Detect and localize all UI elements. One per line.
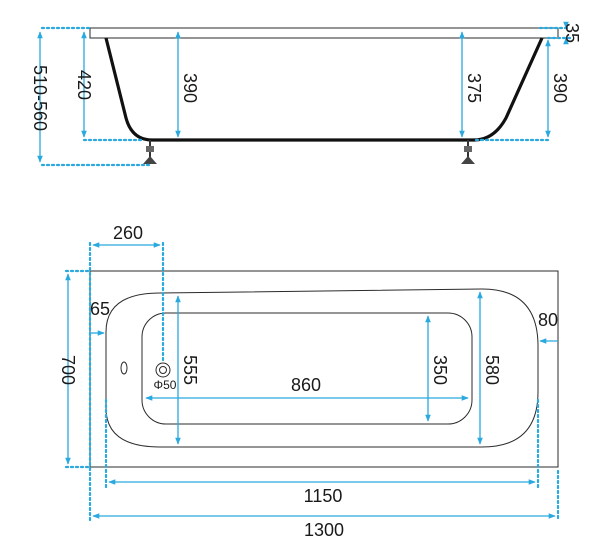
dim-rim-right: 80 <box>538 310 558 330</box>
dim-bottom-length: 860 <box>291 375 321 395</box>
dim-drain-offset: 260 <box>113 223 143 243</box>
dim-inner-length: 1150 <box>304 486 343 506</box>
dim-inner-width-left: 555 <box>180 355 200 385</box>
dim-rim-left: 65 <box>90 299 110 319</box>
dim-depth-center-right: 375 <box>464 73 484 103</box>
side-view: 510-560 420 390 375 390 35 <box>30 21 582 167</box>
foot-left <box>143 140 157 164</box>
dim-inner-depth-left: 420 <box>74 70 94 100</box>
dim-depth-right: 390 <box>550 73 570 103</box>
tub-bottom-flat <box>141 312 473 425</box>
overflow-icon <box>120 361 128 375</box>
dim-total-length: 1300 <box>304 520 344 540</box>
foot-right <box>461 140 475 164</box>
tub-inner-basin <box>105 288 539 448</box>
dim-total-height: 510-560 <box>30 65 50 131</box>
dim-bottom-width: 350 <box>430 355 450 385</box>
drain-icon <box>155 362 171 378</box>
dim-depth-center-left: 390 <box>180 73 200 103</box>
tub-rim <box>89 27 559 39</box>
dim-inner-width-right: 580 <box>482 355 502 385</box>
dim-rim-thickness: 35 <box>562 23 582 43</box>
drain-diameter-label: Φ50 <box>154 378 177 392</box>
dim-width: 700 <box>58 355 78 385</box>
top-view: Φ50 260 65 80 860 1150 1300 700 555 350 … <box>58 223 560 540</box>
tub-body-profile <box>104 37 544 142</box>
